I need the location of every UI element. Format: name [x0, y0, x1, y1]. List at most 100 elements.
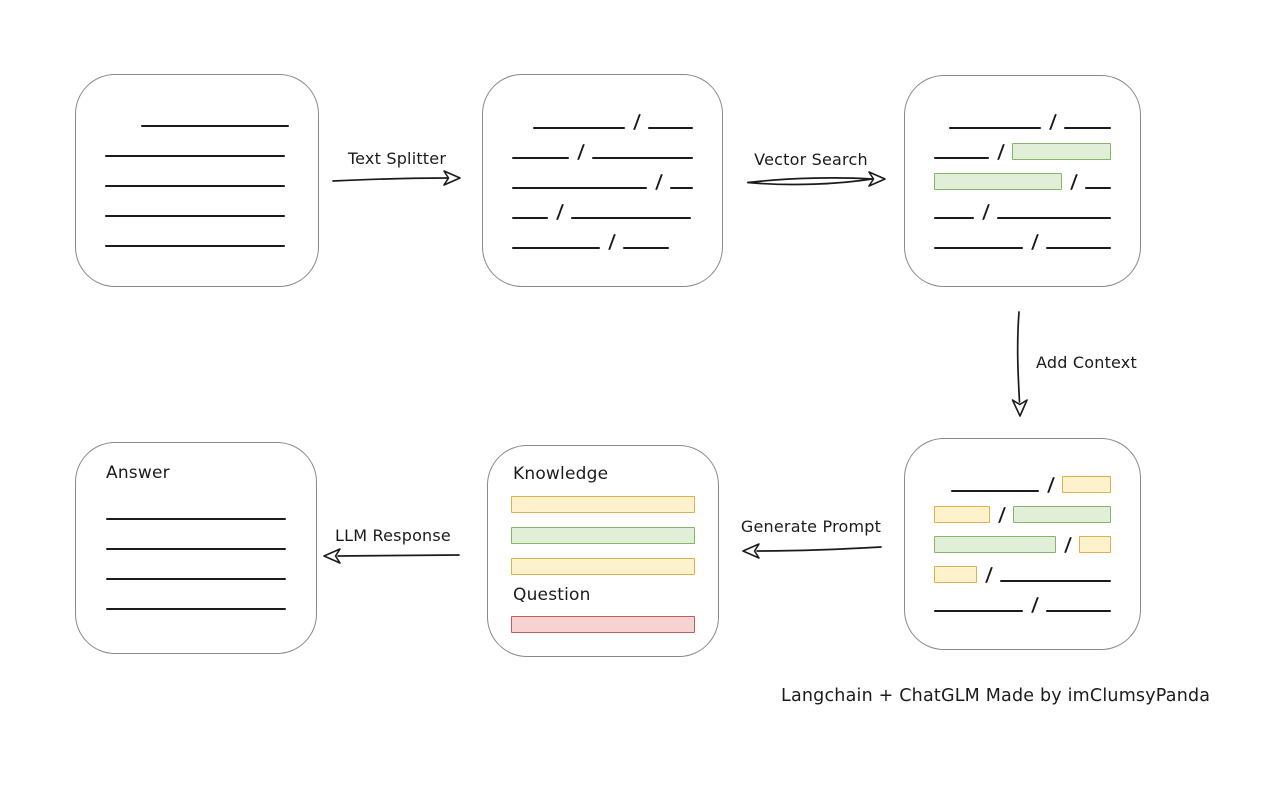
text-line	[1045, 610, 1111, 612]
slash-separator-icon	[996, 143, 1005, 160]
text-line	[934, 157, 989, 159]
text-line	[934, 217, 974, 219]
answer-lines	[106, 491, 286, 611]
text-line	[105, 215, 285, 217]
text-row	[934, 493, 1111, 523]
text-line	[105, 155, 285, 157]
slash-separator-icon	[1030, 596, 1039, 613]
slash-separator-icon	[632, 113, 642, 130]
text-row	[934, 220, 1111, 250]
yellow-bar	[511, 558, 695, 575]
text-row	[105, 158, 289, 188]
text-line	[533, 127, 625, 129]
text-row	[105, 128, 289, 158]
question-label: Question	[513, 585, 591, 605]
text-row	[934, 553, 1111, 583]
split-chunk-lines	[512, 100, 693, 250]
add-context-label: Add Context	[1036, 353, 1137, 372]
generate-prompt-label: Generate Prompt	[740, 517, 882, 536]
text-line	[106, 518, 286, 520]
text-splitter-arrow	[332, 170, 461, 186]
slash-glyph	[577, 144, 586, 160]
answer-box: Answer	[75, 442, 317, 654]
green-highlighted-chunk	[1012, 506, 1111, 523]
slash-separator-icon	[555, 203, 565, 220]
slash-separator-icon	[1069, 173, 1079, 190]
slash-glyph	[1070, 174, 1079, 190]
yellow-highlighted-chunk	[1062, 476, 1111, 493]
slash-glyph	[633, 114, 642, 130]
slash-separator-icon	[997, 506, 1006, 523]
text-line	[1046, 247, 1111, 249]
llm-response-arrow	[323, 548, 460, 564]
green-highlighted-chunk	[1011, 143, 1111, 160]
slash-glyph	[608, 234, 617, 250]
answer-label: Answer	[106, 463, 170, 483]
text-row	[512, 190, 693, 220]
text-line	[105, 245, 285, 247]
text-row	[105, 218, 289, 248]
slash-glyph	[981, 204, 990, 220]
text-splitter-label: Text Splitter	[347, 149, 447, 168]
yellow-highlighted-chunk	[1079, 536, 1111, 553]
text-row	[512, 220, 693, 250]
yellow-highlighted-chunk	[934, 506, 990, 523]
split-chunks-box	[482, 74, 723, 287]
slash-separator-icon	[1046, 476, 1056, 493]
text-line	[996, 217, 1111, 219]
text-line	[512, 187, 648, 189]
text-row	[934, 523, 1111, 553]
text-row	[512, 100, 693, 130]
text-row	[106, 551, 286, 581]
text-line	[512, 157, 569, 159]
slash-glyph	[655, 174, 664, 190]
slash-glyph	[1064, 537, 1073, 553]
context-chunks-box	[904, 438, 1141, 650]
slash-separator-icon	[654, 173, 664, 190]
text-line	[141, 125, 289, 127]
green-bar	[511, 527, 695, 544]
green-highlighted-chunk	[934, 536, 1057, 553]
text-row	[934, 160, 1111, 190]
slash-separator-icon	[576, 143, 586, 160]
text-line	[105, 185, 285, 187]
text-line	[949, 127, 1041, 129]
text-row	[106, 521, 286, 551]
text-row	[106, 581, 286, 611]
prompt-box: Knowledge Question	[487, 445, 719, 657]
slash-glyph	[1047, 477, 1056, 493]
slash-glyph	[556, 204, 565, 220]
slash-glyph	[1049, 114, 1058, 130]
slash-glyph	[1031, 234, 1040, 250]
text-line	[951, 490, 1039, 492]
slash-separator-icon	[984, 566, 994, 583]
vector-search-arrow	[747, 171, 886, 187]
vector-search-label: Vector Search	[754, 150, 868, 169]
text-row	[934, 190, 1111, 220]
text-line	[934, 610, 1023, 612]
text-line	[106, 578, 286, 580]
slash-separator-icon	[1063, 536, 1073, 553]
generate-prompt-arrow	[742, 543, 882, 559]
text-line	[106, 608, 286, 610]
text-line	[1085, 187, 1111, 189]
text-line	[571, 217, 691, 219]
text-line	[670, 187, 693, 189]
slash-separator-icon	[607, 233, 617, 250]
context-chunk-lines	[934, 463, 1111, 613]
text-row	[934, 100, 1111, 130]
text-row	[512, 160, 693, 190]
slash-glyph	[996, 144, 1005, 160]
text-row	[106, 491, 286, 521]
vector-result-lines	[934, 100, 1111, 250]
text-row	[512, 130, 693, 160]
text-line	[1000, 580, 1111, 582]
slash-glyph	[985, 567, 994, 583]
text-line	[591, 157, 693, 159]
slash-separator-icon	[981, 203, 990, 220]
text-line	[623, 247, 669, 249]
text-line	[934, 247, 1024, 249]
text-row	[934, 130, 1111, 160]
text-row	[934, 583, 1111, 613]
vector-results-box	[904, 75, 1141, 287]
